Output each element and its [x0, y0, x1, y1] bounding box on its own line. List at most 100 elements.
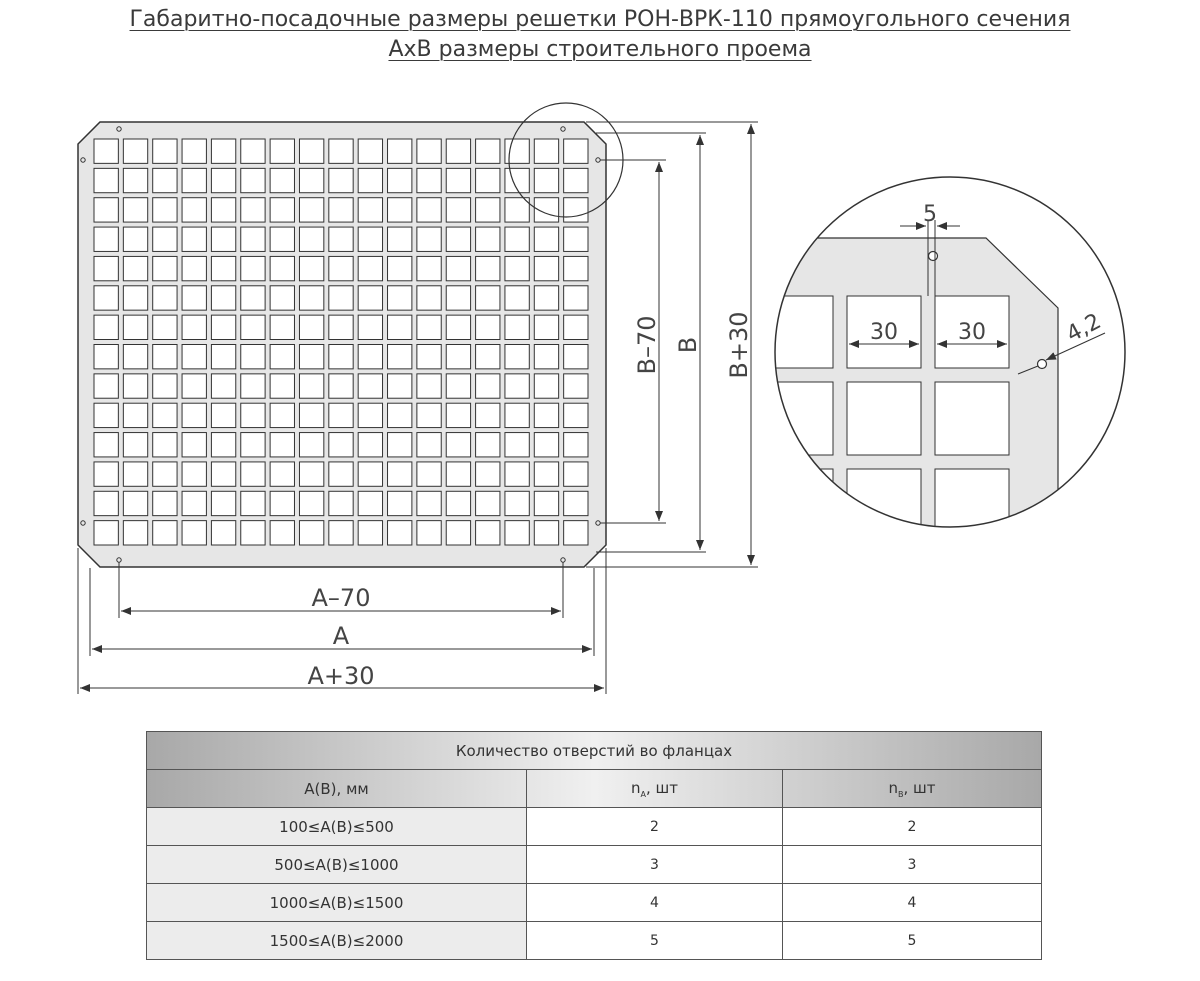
grille-cell: [504, 402, 530, 429]
grille-cell: [328, 255, 354, 282]
grille-cell: [152, 344, 178, 370]
grille-cell: [533, 520, 560, 546]
grille-cell: [563, 432, 589, 458]
grille-cell: [93, 314, 119, 341]
grille-cell: [387, 402, 413, 429]
header-range: A(B), мм: [146, 769, 527, 808]
grille-cell: [210, 314, 237, 341]
grille-cell: [416, 314, 442, 341]
detail-cell: [846, 295, 922, 369]
grille-cell: [122, 344, 149, 370]
grille-cell: [387, 255, 413, 282]
grille-cell: [93, 344, 119, 370]
grille-cell: [152, 373, 178, 399]
grille-cell: [504, 520, 530, 546]
grille-cell: [445, 255, 472, 282]
grille-cell: [152, 255, 178, 282]
grille-cell: [416, 344, 442, 370]
dim-a-plus-30: A+30: [307, 662, 374, 690]
grille-cell: [445, 167, 472, 194]
grille-cell: [152, 402, 178, 429]
table-row: 500≤A(B)≤1000 3 3: [146, 845, 1042, 884]
detail-hole: [927, 250, 939, 262]
grille-cell: [504, 490, 530, 517]
grille-cell: [269, 461, 295, 487]
grille-cell: [152, 285, 178, 311]
detail-cell-width-a: 30: [870, 320, 898, 345]
grille-cell: [152, 226, 178, 252]
grille-cell: [328, 167, 354, 194]
table-header-row: A(B), мм nA, шт nB, шт: [146, 769, 1042, 808]
grille-cell: [475, 138, 501, 164]
detail-cell: [775, 468, 834, 527]
grille-cell: [563, 226, 589, 252]
grille-cell: [416, 167, 442, 194]
grille-cell: [269, 490, 295, 517]
grille-cell: [152, 197, 178, 223]
grille-cell: [475, 490, 501, 517]
grille-cell: [416, 197, 442, 223]
grille-cell: [504, 461, 530, 487]
grille-cell: [416, 461, 442, 487]
grille-cell: [328, 285, 354, 311]
grille-cell: [533, 255, 560, 282]
grille-cell: [152, 432, 178, 458]
grille-cell: [210, 461, 237, 487]
grille-cell: [357, 314, 384, 341]
grille-cell: [416, 373, 442, 399]
grille-cell: [122, 226, 149, 252]
horizontal-dimensions: [77, 548, 607, 694]
grille-cell: [563, 138, 589, 164]
grille-cells: [93, 138, 589, 546]
grille-cell: [93, 226, 119, 252]
grille-cell: [181, 402, 207, 429]
grille-cell: [475, 167, 501, 194]
detail-cell: [934, 381, 1010, 456]
detail-cell: [934, 295, 1010, 369]
grille-cell: [357, 373, 384, 399]
grille-cell: [475, 520, 501, 546]
vertical-dimensions: [586, 121, 758, 568]
grille-cell: [445, 461, 472, 487]
grille-cell: [563, 490, 589, 517]
grille-cell: [357, 344, 384, 370]
grille-cell: [181, 314, 207, 341]
grille-cell: [152, 167, 178, 194]
grille-cell: [357, 402, 384, 429]
grille-cell: [122, 402, 149, 429]
grille-cell: [475, 285, 501, 311]
grille-cell: [122, 461, 149, 487]
grille-cell: [416, 520, 442, 546]
grille-cell: [357, 285, 384, 311]
grille-cell: [122, 490, 149, 517]
grille-cell: [445, 314, 472, 341]
grille-cell: [240, 197, 266, 223]
grille-cell: [533, 402, 560, 429]
grille-cell: [533, 432, 560, 458]
grille-cell: [93, 432, 119, 458]
grille-cell: [387, 226, 413, 252]
grille-cell: [357, 255, 384, 282]
grille-cell: [328, 490, 354, 517]
grille-cell: [210, 490, 237, 517]
grille-cell: [563, 461, 589, 487]
detail-rib-width: 5: [923, 202, 937, 227]
grille-cell: [181, 520, 207, 546]
grille-cell: [387, 461, 413, 487]
grille-cell: [269, 197, 295, 223]
grille-cell: [298, 197, 325, 223]
grille-cell: [387, 138, 413, 164]
grille-cell: [298, 432, 325, 458]
cell-nb: 4: [782, 883, 1042, 922]
grille-cell: [387, 344, 413, 370]
grille-cell: [387, 373, 413, 399]
grille-cell: [357, 461, 384, 487]
grille-cell: [152, 490, 178, 517]
grille-cell: [269, 373, 295, 399]
dim-a: A: [333, 622, 350, 650]
grille-cell: [533, 461, 560, 487]
detail-cell: [846, 468, 922, 527]
detail-cell: [775, 381, 834, 456]
grille-cell: [269, 255, 295, 282]
grille-cell: [563, 255, 589, 282]
